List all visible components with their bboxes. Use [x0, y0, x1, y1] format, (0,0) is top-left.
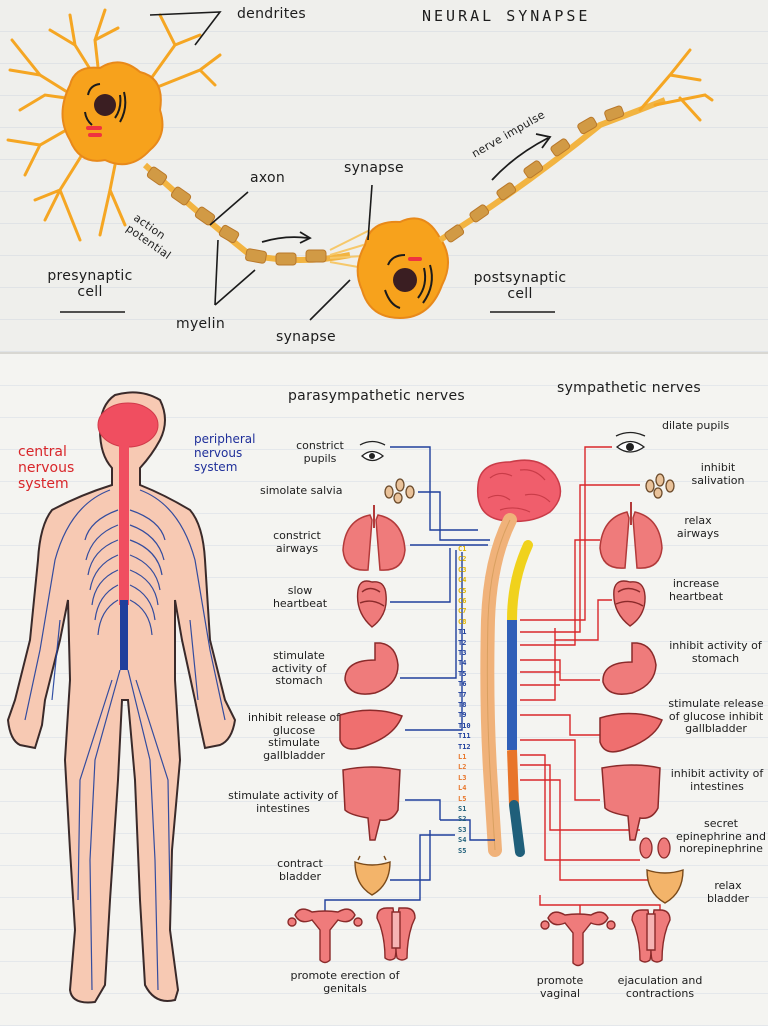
para-male-reproductive-icon [376, 907, 416, 961]
symp-label-stomach: inhibit activity of stomach [669, 639, 762, 665]
symp-label-adrenal: secret epinephrine and norepinephrine [676, 817, 767, 856]
vertebra-label: C5 [458, 586, 467, 595]
symp-salivary-glands-icon [645, 473, 675, 499]
para-stomach-icon [344, 642, 399, 695]
vertebra-label: L3 [458, 773, 467, 782]
vertebra-label: T3 [458, 649, 467, 657]
para-liver-icon [339, 709, 403, 750]
symp-stomach-icon [602, 642, 657, 695]
vertebra-label: T7 [458, 690, 467, 699]
header-sympathetic: sympathetic nerves [557, 380, 702, 396]
symp-label-vaginal: promote vaginal [536, 974, 584, 1000]
para-eye-icon [359, 440, 386, 462]
symp-label-intestines: inhibit activity of intestines [670, 767, 764, 793]
parasympathetic-nerve-lines [324, 446, 495, 915]
para-label-heartbeat: slow heartbeat [272, 584, 328, 610]
symp-label-ejaculation: ejaculation and contractions [617, 974, 703, 1000]
axon-myelin-sheath [142, 162, 381, 271]
vertebra-label: T10 [458, 721, 471, 730]
vertebra-label: T6 [458, 680, 467, 689]
para-label-airways: constrict airways [273, 529, 321, 555]
label-postsynaptic-cell: postsynaptic cell [473, 270, 567, 303]
postsynaptic-cell-body [356, 217, 449, 320]
impulse-arrows [261, 133, 552, 244]
vertebra-label: L4 [458, 784, 467, 793]
header-parasympathetic: parasympathetic nerves [288, 388, 466, 404]
vertebra-label: C6 [458, 597, 467, 605]
vertebra-label: C7 [458, 607, 467, 616]
vertebra-label: C4 [458, 576, 467, 585]
vertebra-label: S5 [458, 846, 467, 855]
vertebra-label: C1 [458, 545, 467, 553]
vertebra-label: T2 [458, 638, 467, 647]
vertebra-label: C3 [458, 565, 467, 574]
page-title: NEURAL SYNAPSE [422, 7, 591, 25]
para-female-reproductive-icon [287, 908, 363, 964]
postsynaptic-axon [438, 48, 714, 243]
para-label-bladder: contract bladder [277, 857, 323, 883]
para-bladder-icon [354, 855, 391, 896]
para-intestines-icon [342, 766, 401, 841]
neuron-pointer-lines [60, 11, 555, 321]
vertebra-label: T11 [458, 732, 471, 741]
vertebra-label: L1 [458, 753, 467, 761]
vertebra-label: T5 [458, 669, 467, 678]
vertebra-label: T9 [458, 711, 467, 720]
vertebra-label: S1 [458, 805, 467, 813]
symp-eye-icon [615, 431, 646, 453]
symp-bladder-icon [646, 869, 684, 904]
spinal-cord [480, 513, 533, 857]
human-body-figure [6, 391, 237, 1004]
para-heart-icon [356, 580, 387, 628]
symp-liver-icon [599, 712, 663, 753]
symp-female-reproductive-icon [540, 911, 616, 967]
symp-intestines-icon [601, 764, 661, 841]
symp-heart-icon [613, 580, 646, 627]
vertebra-label: T4 [458, 659, 467, 668]
symp-label-bladder: relax bladder [706, 879, 750, 905]
label-synapse-bottom: synapse [276, 329, 336, 345]
vertebra-label: L5 [458, 794, 467, 803]
vertebra-label: T1 [458, 628, 467, 637]
label-dendrites: dendrites [237, 6, 307, 22]
presynaptic-cell-body [61, 61, 164, 166]
para-label-liver: inhibit release of glucose stimulate gal… [247, 711, 341, 762]
symp-label-airways: relax airways [676, 514, 720, 540]
vertebra-label: L2 [458, 763, 467, 772]
para-label-stomach: stimulate activity of stomach [271, 649, 327, 688]
vertebra-label: T12 [458, 742, 471, 751]
symp-label-pupils: dilate pupils [662, 419, 730, 432]
vertebra-label: S3 [458, 825, 467, 834]
symp-lungs-icon [599, 502, 663, 569]
symp-label-heartbeat: increase heartbeat [668, 577, 724, 603]
label-myelin: myelin [176, 316, 225, 332]
symp-label-liver: stimulate release of glucose inhibit gal… [668, 697, 764, 736]
vertebra-label: S2 [458, 815, 467, 824]
vertebra-label: C2 [458, 555, 467, 564]
label-presynaptic-cell: presynaptic cell [47, 268, 133, 301]
vertebra-label: T8 [458, 701, 467, 709]
symp-male-reproductive-icon [631, 909, 671, 963]
para-label-saliva: simolate salvia [260, 484, 343, 497]
brain [476, 459, 562, 523]
label-peripheral-nervous-system: peripheral nervous system [194, 432, 256, 474]
para-lungs-icon [342, 505, 406, 571]
label-synapse-top: synapse [344, 160, 404, 176]
top-page [0, 0, 768, 352]
vertebra-label: C8 [458, 617, 467, 626]
para-label-intestines: stimulate activity of intestines [228, 789, 338, 815]
para-salivary-glands-icon [384, 478, 415, 504]
label-central-nervous-system: central nervous system [18, 444, 75, 493]
para-label-genitals: promote erection of genitals [290, 969, 400, 995]
symp-label-salivation: inhibit salivation [691, 461, 745, 487]
symp-adrenal-glands-icon [639, 837, 671, 859]
para-label-pupils: constrict pupils [296, 439, 344, 465]
vertebra-label: S4 [458, 836, 467, 845]
label-axon: axon [250, 170, 286, 186]
